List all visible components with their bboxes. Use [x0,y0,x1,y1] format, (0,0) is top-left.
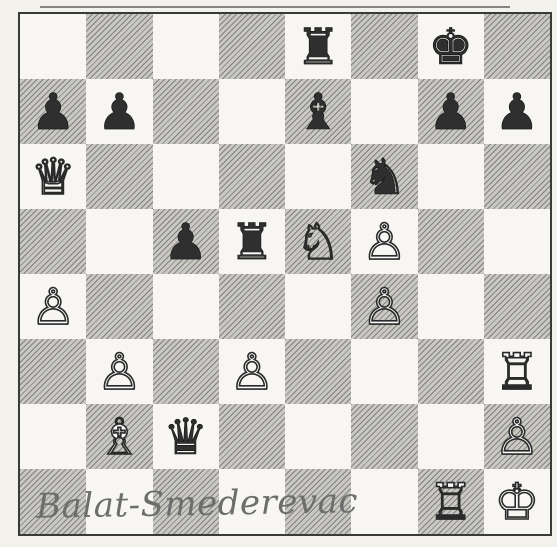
square-b8[interactable] [86,14,152,79]
square-a1[interactable] [20,469,86,534]
black-pawn-icon[interactable]: ♟ [494,87,539,137]
square-d7[interactable] [219,79,285,144]
square-g2[interactable] [418,404,484,469]
square-a5[interactable] [20,209,86,274]
chess-board: ♜ ♚ ♟ ♟ ♝ ♟ ♟ ♕ ♞ ♟ ♜ ♘ ♙ ♙ ♙ ♙ ♙ ♖ ♗ ♛ ♙ ♖ ♔ [20,14,550,534]
square-a8[interactable] [20,14,86,79]
square-f4[interactable]: ♙ [351,274,417,339]
square-g3[interactable] [418,339,484,404]
square-c8[interactable] [153,14,219,79]
square-c4[interactable] [153,274,219,339]
square-f8[interactable] [351,14,417,79]
square-h4[interactable] [484,274,550,339]
black-pawn-icon[interactable]: ♟ [31,87,76,137]
square-c1[interactable] [153,469,219,534]
white-pawn-icon[interactable]: ♙ [362,282,407,332]
chess-diagram: ♜ ♚ ♟ ♟ ♝ ♟ ♟ ♕ ♞ ♟ ♜ ♘ ♙ ♙ ♙ ♙ ♙ ♖ ♗ ♛ ♙ ♖ ♔ [18,12,552,536]
square-g5[interactable] [418,209,484,274]
black-rook-icon[interactable]: ♜ [296,22,341,72]
square-a4[interactable]: ♙ [20,274,86,339]
square-e7[interactable]: ♝ [285,79,351,144]
black-pawn-icon[interactable]: ♟ [163,217,208,267]
square-a7[interactable]: ♟ [20,79,86,144]
white-rook-icon[interactable]: ♖ [494,347,539,397]
square-d3[interactable]: ♙ [219,339,285,404]
square-e2[interactable] [285,404,351,469]
white-bishop-icon[interactable]: ♗ [97,412,142,462]
black-king-icon[interactable]: ♚ [428,22,473,72]
square-a3[interactable] [20,339,86,404]
white-pawn-icon[interactable]: ♙ [31,282,76,332]
white-queen-icon[interactable]: ♕ [31,152,76,202]
square-f6[interactable]: ♞ [351,144,417,209]
white-pawn-icon[interactable]: ♙ [97,347,142,397]
square-h3[interactable]: ♖ [484,339,550,404]
black-queen-icon[interactable]: ♛ [163,412,208,462]
square-b6[interactable] [86,144,152,209]
square-b1[interactable] [86,469,152,534]
top-rule [40,0,510,8]
square-f3[interactable] [351,339,417,404]
square-h2[interactable]: ♙ [484,404,550,469]
square-d1[interactable] [219,469,285,534]
white-knight-icon[interactable]: ♘ [296,217,341,267]
square-e1[interactable] [285,469,351,534]
square-g7[interactable]: ♟ [418,79,484,144]
square-e6[interactable] [285,144,351,209]
square-h5[interactable] [484,209,550,274]
square-c2[interactable]: ♛ [153,404,219,469]
square-b5[interactable] [86,209,152,274]
white-king-icon[interactable]: ♔ [494,477,539,527]
white-rook-icon[interactable]: ♖ [428,477,473,527]
white-pawn-icon[interactable]: ♙ [494,412,539,462]
square-c6[interactable] [153,144,219,209]
white-pawn-icon[interactable]: ♙ [362,217,407,267]
black-bishop-icon[interactable]: ♝ [296,87,341,137]
square-d2[interactable] [219,404,285,469]
square-h1[interactable]: ♔ [484,469,550,534]
black-rook-icon[interactable]: ♜ [229,217,274,267]
square-e4[interactable] [285,274,351,339]
square-a6[interactable]: ♕ [20,144,86,209]
square-g1[interactable]: ♖ [418,469,484,534]
square-d5[interactable]: ♜ [219,209,285,274]
square-b4[interactable] [86,274,152,339]
black-pawn-icon[interactable]: ♟ [428,87,473,137]
square-b7[interactable]: ♟ [86,79,152,144]
square-e5[interactable]: ♘ [285,209,351,274]
square-a2[interactable] [20,404,86,469]
black-pawn-icon[interactable]: ♟ [97,87,142,137]
square-d8[interactable] [219,14,285,79]
square-h7[interactable]: ♟ [484,79,550,144]
black-knight-icon[interactable]: ♞ [362,152,407,202]
square-f2[interactable] [351,404,417,469]
square-c5[interactable]: ♟ [153,209,219,274]
square-d6[interactable] [219,144,285,209]
square-e3[interactable] [285,339,351,404]
square-c3[interactable] [153,339,219,404]
square-d4[interactable] [219,274,285,339]
square-b2[interactable]: ♗ [86,404,152,469]
square-g4[interactable] [418,274,484,339]
white-pawn-icon[interactable]: ♙ [229,347,274,397]
square-e8[interactable]: ♜ [285,14,351,79]
square-f5[interactable]: ♙ [351,209,417,274]
square-f1[interactable] [351,469,417,534]
square-g8[interactable]: ♚ [418,14,484,79]
square-h6[interactable] [484,144,550,209]
square-h8[interactable] [484,14,550,79]
square-c7[interactable] [153,79,219,144]
square-b3[interactable]: ♙ [86,339,152,404]
square-f7[interactable] [351,79,417,144]
square-g6[interactable] [418,144,484,209]
